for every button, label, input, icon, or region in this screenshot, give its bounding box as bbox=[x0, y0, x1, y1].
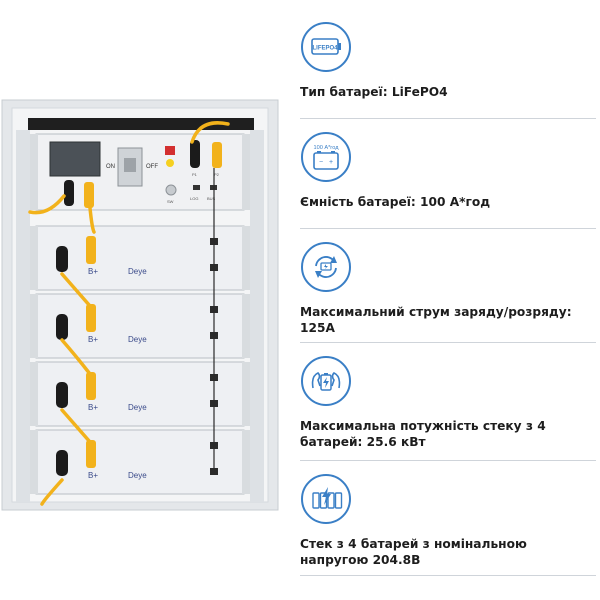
rack-left-rail bbox=[16, 130, 30, 502]
module-brand-label: Deye bbox=[128, 403, 147, 412]
divider bbox=[300, 228, 596, 229]
spec-capacity-text: Ємність батареї: 100 А*год bbox=[300, 195, 491, 209]
p1-label: P1 bbox=[192, 172, 198, 177]
battery-module: B+ Deye bbox=[30, 361, 250, 427]
module-handle-left bbox=[30, 294, 38, 358]
black-connector bbox=[56, 246, 68, 272]
spec-battery-type-text: Тип батареї: LiFePO4 bbox=[300, 85, 448, 99]
orange-connector bbox=[86, 372, 96, 400]
p2-label: P2 bbox=[214, 172, 220, 177]
port-log bbox=[193, 185, 200, 190]
orange-connector bbox=[84, 182, 94, 208]
module-handle-left bbox=[30, 362, 38, 426]
black-connector bbox=[190, 140, 200, 168]
black-connector bbox=[56, 382, 68, 408]
spec-max-power-text: Максимальна потужність стеку з 4 батарей… bbox=[300, 419, 546, 449]
black-connector bbox=[56, 450, 68, 476]
battery-rack-illustration: ON OFF SW LOG BUS P1 P2 B+DeyeB+DeyeB+De… bbox=[1, 99, 279, 511]
divider bbox=[300, 118, 596, 119]
module-comm-port bbox=[210, 468, 218, 475]
module-brand-label: Deye bbox=[128, 267, 147, 276]
spec-max-current-text: Максимальний струм заряду/розряду: 125А bbox=[300, 305, 572, 335]
spec-stack-voltage-text: Стек з 4 батарей з номінальною напругою … bbox=[300, 537, 527, 567]
module-terminal-label: B+ bbox=[88, 335, 98, 344]
battery-module: B+ Deye bbox=[30, 293, 250, 359]
yellow-cables bbox=[28, 121, 230, 506]
red-indicator-button bbox=[165, 146, 175, 155]
rack-top-bar bbox=[28, 118, 254, 130]
module-handle-left bbox=[30, 226, 38, 290]
rack-right-rail bbox=[250, 130, 264, 502]
port-bus-label: BUS bbox=[207, 196, 216, 201]
module-terminal-label: B+ bbox=[88, 471, 98, 480]
battery-module-body bbox=[35, 225, 245, 291]
black-connector bbox=[64, 180, 74, 206]
button-caption: SW bbox=[167, 199, 174, 204]
power-button bbox=[165, 184, 177, 196]
divider bbox=[300, 575, 596, 576]
divider bbox=[300, 460, 596, 461]
battery-module-body bbox=[35, 429, 245, 495]
orange-connector bbox=[86, 440, 96, 468]
module-handle-left bbox=[30, 430, 38, 494]
battery-capacity-icon: 100 А*год − + bbox=[301, 132, 351, 182]
module-terminal-label: B+ bbox=[88, 403, 98, 412]
lifepo4-battery-icon: LIFEPO4 bbox=[301, 22, 351, 72]
module-handle-right bbox=[242, 294, 250, 358]
lifepo4-badge: LIFEPO4 bbox=[312, 46, 338, 52]
module-terminal-label: B+ bbox=[88, 267, 98, 276]
capacity-badge: 100 А*год bbox=[314, 145, 340, 151]
charge-discharge-cycle-icon bbox=[301, 242, 351, 292]
switch-on-label: ON bbox=[106, 164, 115, 170]
battery-module: B+ Deye bbox=[30, 225, 250, 291]
port-log-label: LOG bbox=[190, 196, 198, 201]
module-handle-right bbox=[242, 362, 250, 426]
orange-connector bbox=[86, 304, 96, 332]
battery-stack-icon bbox=[301, 474, 351, 524]
spec-list: LIFEPO4 Тип батареї: LiFePO4 100 А*год −… bbox=[296, 0, 600, 600]
yellow-indicator bbox=[166, 159, 174, 167]
module-handle-right bbox=[242, 226, 250, 290]
module-brand-label: Deye bbox=[128, 335, 147, 344]
module-handle-right bbox=[242, 430, 250, 494]
switch-off-label: OFF bbox=[146, 164, 158, 170]
svg-text:−: − bbox=[319, 159, 323, 166]
divider bbox=[300, 342, 596, 343]
orange-connector bbox=[86, 236, 96, 264]
orange-connector bbox=[212, 142, 222, 168]
control-box: ON OFF SW LOG BUS P1 P2 bbox=[30, 133, 250, 211]
power-arms-icon bbox=[301, 356, 351, 406]
display-screen bbox=[49, 141, 101, 177]
module-brand-label: Deye bbox=[128, 471, 147, 480]
black-connector bbox=[56, 314, 68, 340]
battery-module-body bbox=[35, 293, 245, 359]
battery-module: B+ Deye bbox=[30, 429, 250, 495]
svg-text:+: + bbox=[329, 159, 333, 166]
battery-module-body bbox=[35, 361, 245, 427]
